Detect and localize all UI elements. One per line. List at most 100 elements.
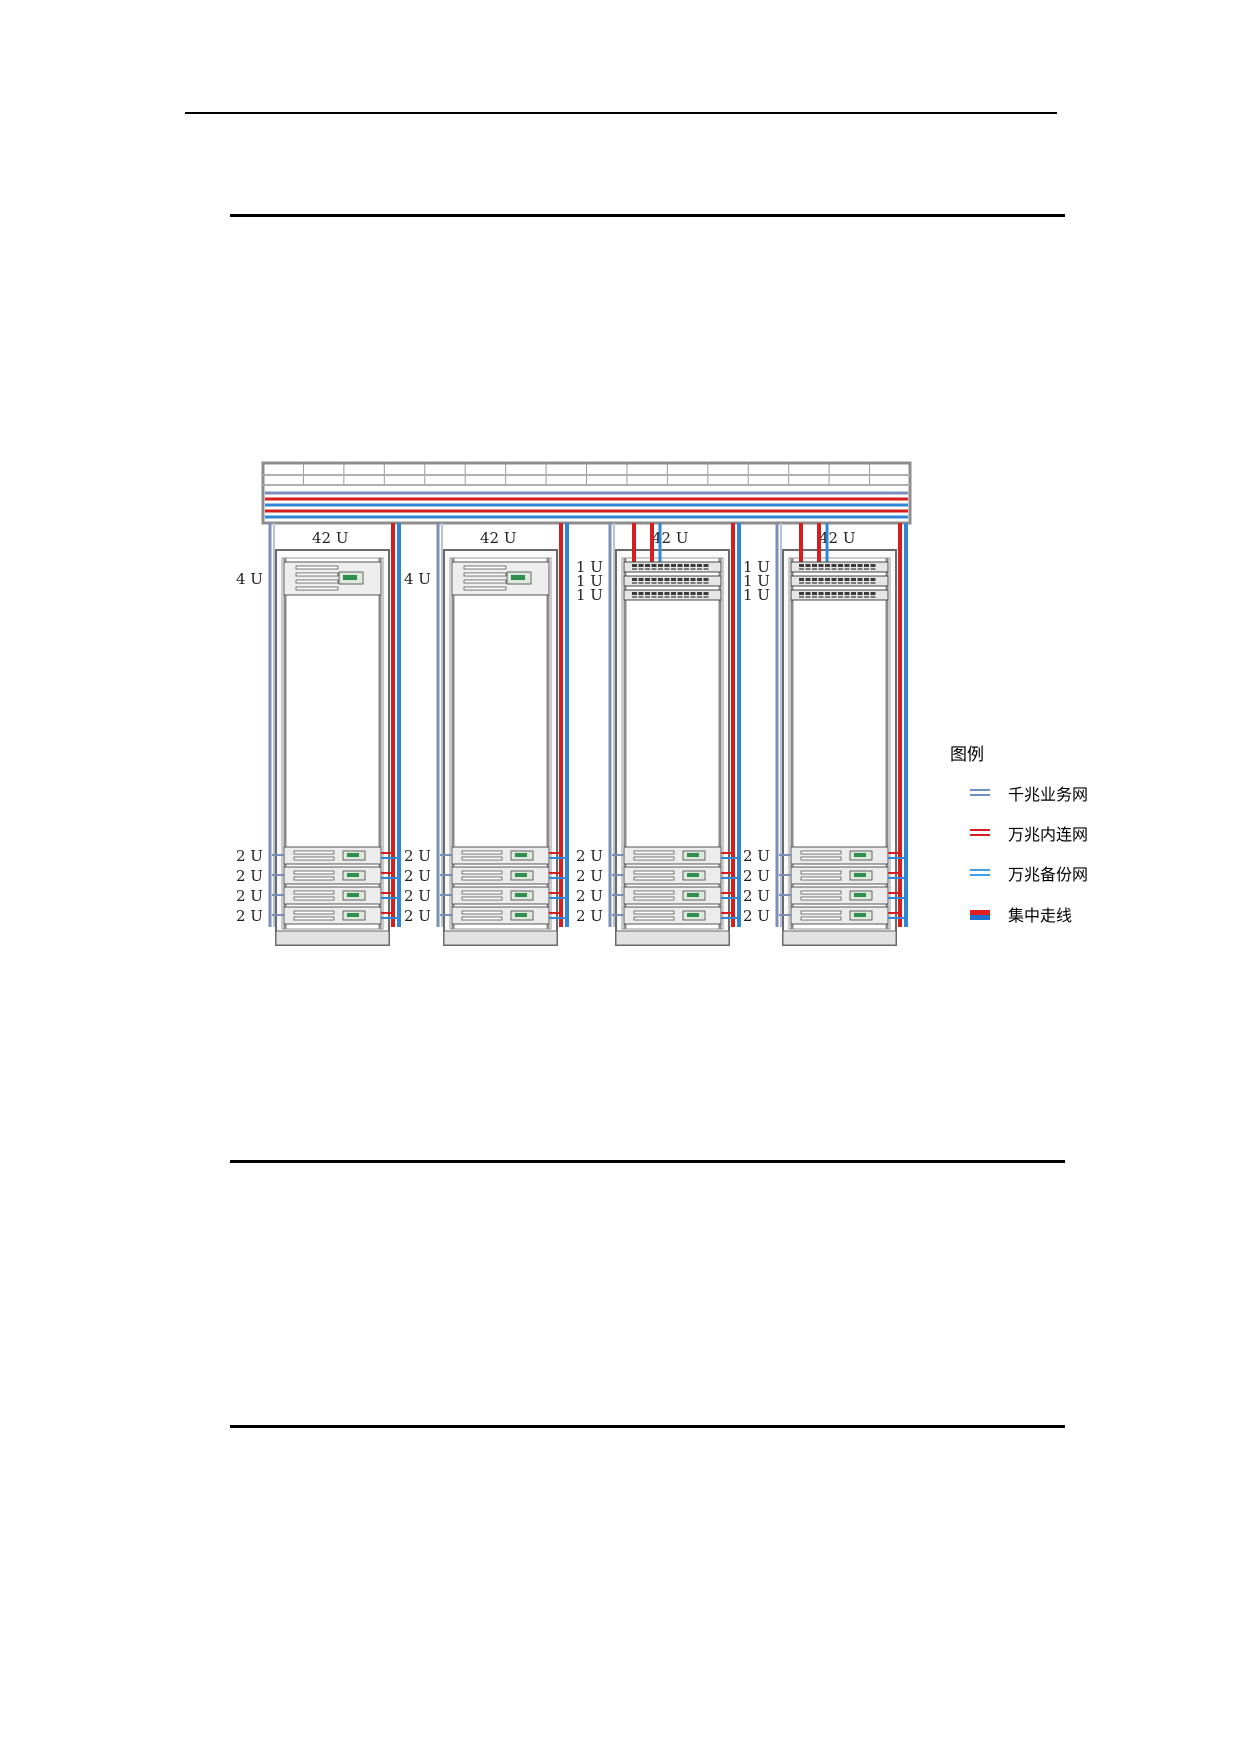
switch-port [684,592,689,595]
unit-label: 1 U [743,572,770,590]
drive-bay [800,916,842,921]
server-2u [283,866,382,885]
unit-label: 1 U [576,586,603,604]
switch-port [645,596,650,598]
switch-port [703,582,709,584]
drive-bay [293,890,335,895]
legend-swatch [970,789,990,797]
status-led [687,873,699,877]
drive-bay [633,876,675,881]
switch-port [645,592,650,595]
unit-label: 4 U [236,570,263,588]
switch-port [805,568,811,570]
switch-port [831,564,837,567]
switch-port [645,564,650,567]
switch-port [825,578,830,581]
rack-base [615,930,730,946]
switch-port [870,596,876,598]
drive-bay [293,870,335,875]
drive-bay [800,890,842,895]
server-2u [451,866,550,885]
unit-label: 2 U [743,867,770,885]
switch-port [690,568,696,570]
switch-port [703,564,709,567]
switch-port [851,582,856,584]
switch-port [864,568,869,570]
switch-port [857,582,863,584]
switch-port [697,596,702,598]
drive-bay [293,910,335,915]
drive-bay [461,910,503,915]
unit-label: 2 U [743,887,770,905]
status-led [854,913,866,917]
drive-bay [800,856,842,861]
unit-label: 2 U [236,887,263,905]
switch-port [677,582,683,584]
server-2u [283,906,382,925]
switch-port [812,578,817,581]
switch-port [870,578,876,581]
switch-port [651,596,657,598]
rack-base [275,930,390,946]
switch-port [677,592,683,595]
switch-port [831,592,837,595]
switch-port [651,564,657,567]
switch-port [664,582,670,584]
server-2u [790,886,889,905]
switch-port [632,568,637,570]
drive-bay [463,565,507,570]
drive-bay [800,896,842,901]
switch-port [690,578,696,581]
switch-port [825,564,830,567]
switch-port [818,568,824,570]
switch-port [864,596,869,598]
legend-label: 万兆内连网 [1008,825,1089,844]
drive-bay [295,579,339,584]
switch-port [799,564,804,567]
switch-port [671,596,676,598]
switch-port [812,564,817,567]
status-led [347,913,359,917]
switch-port [664,568,670,570]
status-led [347,893,359,897]
switch-port [703,592,709,595]
switch-port [697,568,702,570]
switch-port [632,596,637,598]
drive-bay [461,896,503,901]
switch-port [651,578,657,581]
switch-port [684,596,689,598]
drive-bay [800,876,842,881]
status-led [515,873,527,877]
unit-label: 2 U [404,907,431,925]
switch-port [812,592,817,595]
unit-label: 4 U [404,570,431,588]
switch-port [857,568,863,570]
switch-port [805,582,811,584]
switch-port [812,568,817,570]
legend-swatch [970,829,990,837]
switch-port [664,592,670,595]
legend-label: 千兆业务网 [1008,785,1089,804]
switch-port [825,596,830,598]
switch-port [632,578,637,581]
unit-label: 2 U [236,847,263,865]
switch-port [658,568,663,570]
switch-port [658,578,663,581]
rack-capacity-label: 42 U [652,529,689,547]
status-led [515,893,527,897]
switch-port [870,582,876,584]
unit-label: 2 U [743,907,770,925]
switch-port [812,596,817,598]
rack-capacity-label: 42 U [480,529,517,547]
switch-port [838,568,843,570]
drive-bay [293,850,335,855]
switch-port [684,568,689,570]
switch-port [831,596,837,598]
switch-port [677,578,683,581]
switch-port [838,592,843,595]
drive-bay [463,572,507,577]
switch-port [844,592,850,595]
rack-capacity-label: 42 U [312,529,349,547]
switch-port [658,582,663,584]
unit-label: 2 U [576,907,603,925]
